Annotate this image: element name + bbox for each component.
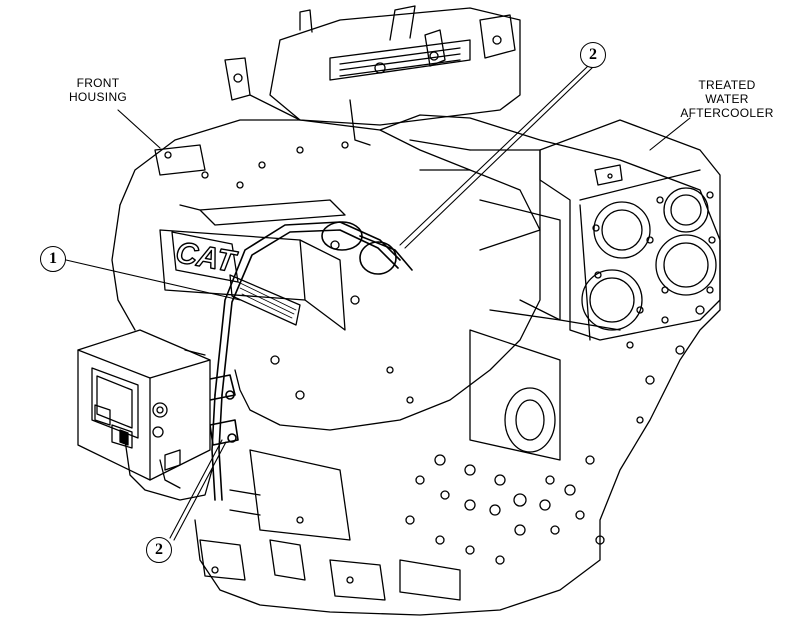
- aftercooler: [409, 119, 721, 341]
- sensor-tubes: [204, 221, 413, 501]
- cat-emblem: [171, 231, 301, 326]
- callout-2-bottom: 2: [146, 537, 172, 563]
- control-box: [77, 329, 213, 501]
- aftercooler-label-line1: TREATED: [698, 78, 756, 92]
- callout-1: 1: [40, 246, 66, 272]
- top-manifold: [224, 5, 521, 146]
- treated-water-aftercooler-label: TREATED WATER AFTERCOOLER: [672, 78, 782, 120]
- leader-lines: [65, 65, 691, 541]
- cat-emblem-text: CAT: [173, 236, 240, 279]
- front-housing: [111, 119, 541, 431]
- front-housing-label: FRONT HOUSING: [62, 76, 134, 104]
- callout-2-top: 2: [580, 42, 606, 68]
- engine-block: [194, 114, 721, 616]
- aftercooler-label-line3: AFTERCOOLER: [680, 106, 774, 120]
- front-housing-label-line1: FRONT: [76, 76, 120, 90]
- aftercooler-label-line2: WATER: [705, 92, 749, 106]
- front-housing-label-line2: HOUSING: [68, 90, 128, 104]
